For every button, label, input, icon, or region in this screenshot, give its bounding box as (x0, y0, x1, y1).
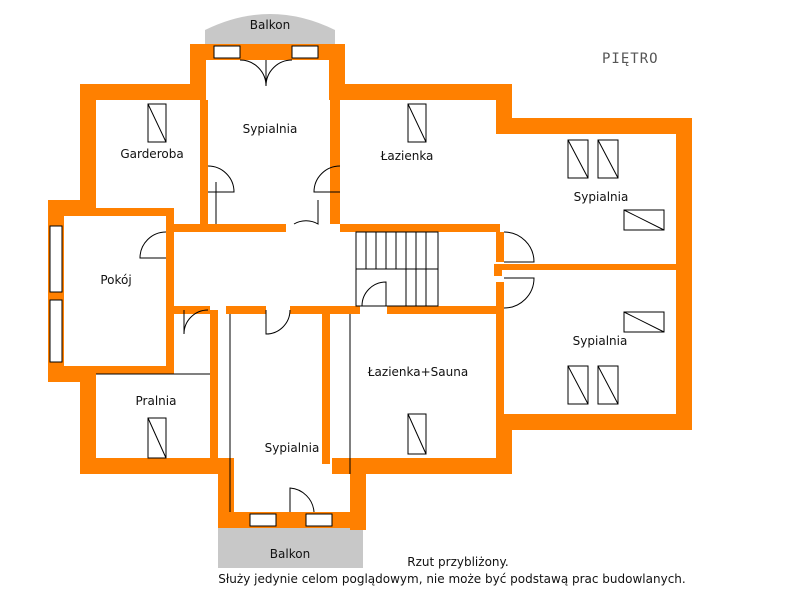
windows (49, 45, 333, 527)
outer-walls (48, 44, 692, 530)
thin-lines (96, 182, 351, 512)
room-label-pralnia: Pralnia (136, 394, 177, 408)
room-label-lazienka: Łazienka (380, 149, 434, 163)
interior-walls (96, 100, 680, 474)
room-label-sypialnia-top: Sypialnia (243, 122, 298, 136)
balcony-top-label: Balkon (250, 18, 290, 32)
balcony-bottom-label: Balkon (270, 547, 310, 561)
balcony-bottom (218, 528, 363, 568)
note-disclaimer: Służy jedynie celom poglądowym, nie może… (218, 572, 685, 586)
room-label-sypialnia-right-top: Sypialnia (574, 190, 629, 204)
room-label-sypialnia-bottom: Sypialnia (265, 441, 320, 455)
room-label-garderoba: Garderoba (120, 147, 183, 161)
floor-label: PIĘTRO (602, 51, 659, 67)
room-label-pokoj: Pokój (100, 273, 131, 287)
room-label-sypialnia-right-bottom: Sypialnia (573, 334, 628, 348)
staircase (355, 231, 439, 307)
doors (139, 59, 535, 513)
skylights (147, 103, 665, 459)
balcony-top (205, 14, 335, 44)
note-approximate: Rzut przybliżony. (407, 555, 508, 569)
room-label-lazienka-sauna: Łazienka+Sauna (367, 365, 468, 379)
